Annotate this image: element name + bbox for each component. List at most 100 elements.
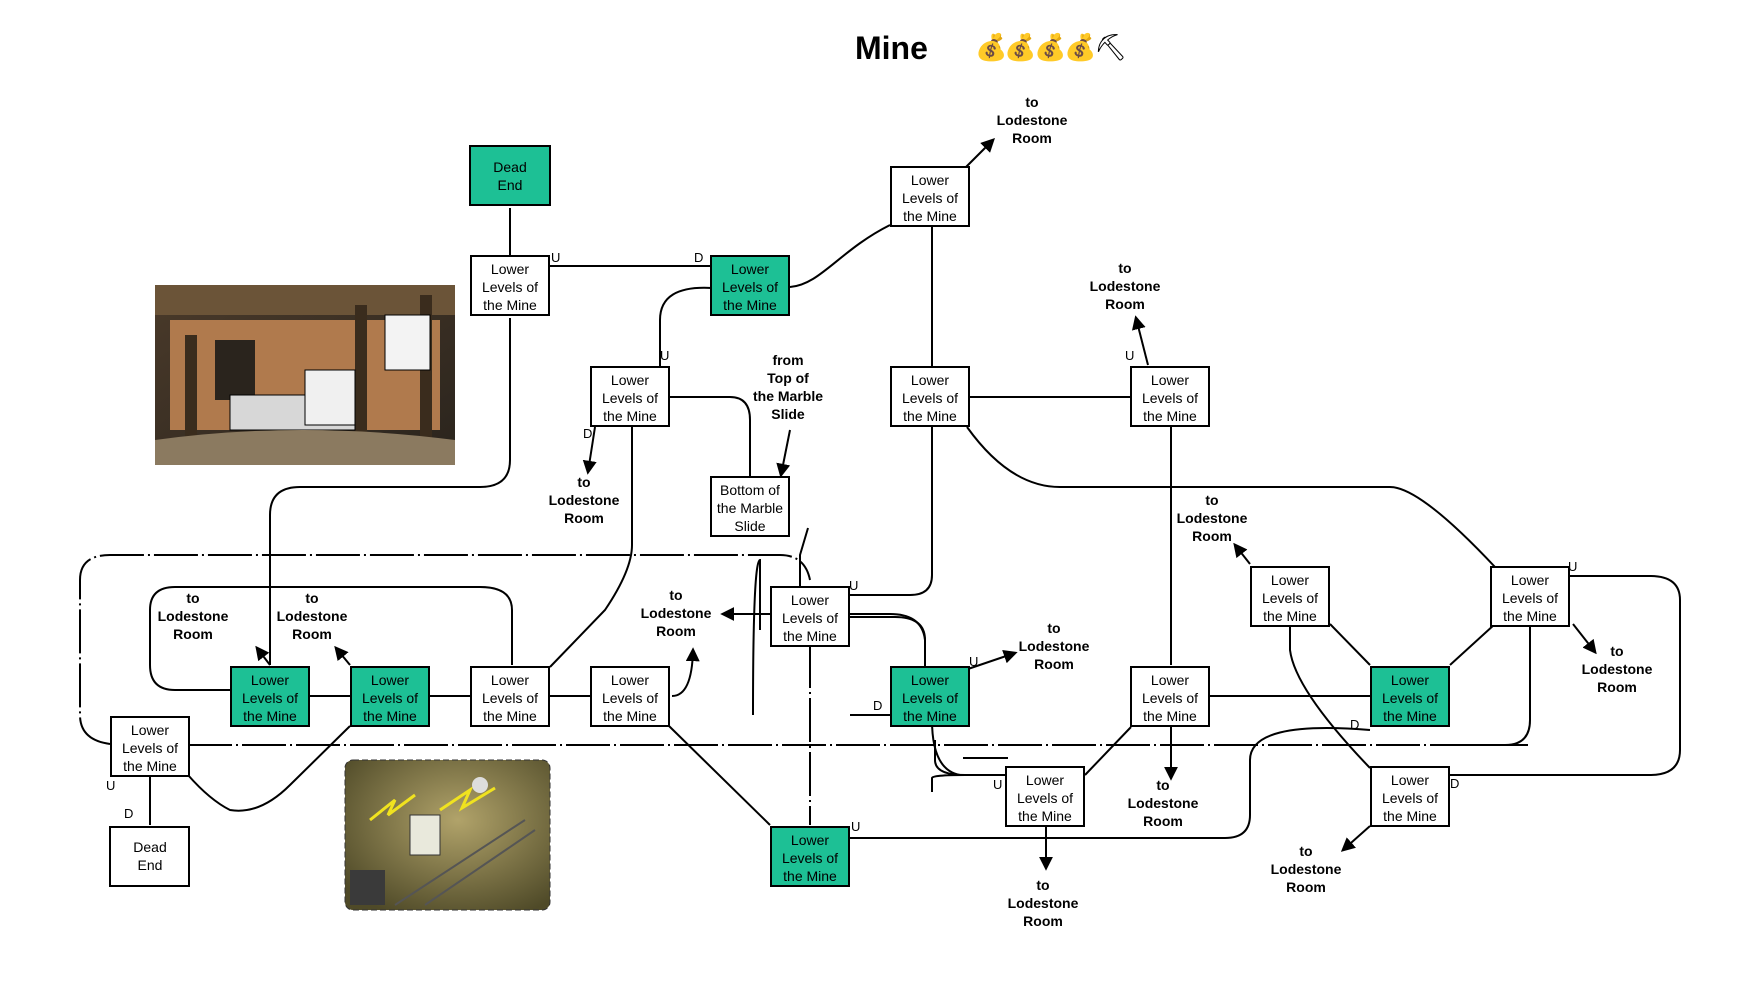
room-mid-center: Lower Levels of the Mine: [890, 366, 970, 427]
svg-text:Lodestone: Lodestone: [158, 608, 229, 624]
svg-text:Dead: Dead: [493, 159, 526, 175]
svg-text:Levels of: Levels of: [902, 690, 958, 706]
svg-text:to: to: [1205, 492, 1218, 508]
lodestone-label: to Lodestone Room: [1090, 260, 1161, 312]
svg-text:Dead: Dead: [133, 839, 166, 855]
title-icons: 💰 💰 💰 💰 ⛏: [975, 32, 1127, 63]
cavern-illustration: [344, 759, 551, 911]
up-label: U: [849, 578, 858, 593]
svg-text:Room: Room: [1192, 528, 1232, 544]
svg-text:Lodestone: Lodestone: [277, 608, 348, 624]
svg-text:to: to: [305, 590, 318, 606]
svg-text:Room: Room: [292, 626, 332, 642]
lodestone-label: to Lodestone Room: [997, 94, 1068, 146]
svg-text:Room: Room: [1012, 130, 1052, 146]
from-marble-slide-label: from Top of the Marble Slide: [753, 352, 823, 422]
room-right-b: Lower Levels of the Mine: [1490, 566, 1570, 627]
svg-text:Lower: Lower: [1271, 572, 1309, 588]
svg-text:Levels of: Levels of: [782, 850, 838, 866]
svg-text:Levels of: Levels of: [602, 690, 658, 706]
down-label: D: [583, 426, 592, 441]
svg-text:Lower: Lower: [1151, 372, 1189, 388]
svg-text:Levels of: Levels of: [1142, 690, 1198, 706]
svg-text:the Mine: the Mine: [723, 297, 777, 313]
up-label: U: [851, 819, 860, 834]
page-title: Mine: [855, 30, 928, 66]
svg-text:the Mine: the Mine: [783, 868, 837, 884]
rooms: Dead End Lower Levels of the Mine Lower …: [109, 145, 1570, 887]
room-center-junction: Lower Levels of the Mine: [770, 586, 850, 647]
svg-text:the Mine: the Mine: [363, 708, 417, 724]
svg-text:Lower: Lower: [131, 722, 169, 738]
svg-text:to: to: [1299, 843, 1312, 859]
svg-text:Room: Room: [1023, 913, 1063, 929]
svg-text:Levels of: Levels of: [782, 610, 838, 626]
svg-text:End: End: [138, 857, 163, 873]
svg-text:Lodestone: Lodestone: [1019, 638, 1090, 654]
dashdot-connections: [79, 554, 1530, 825]
room-lower-right: Lower Levels of the Mine: [1370, 766, 1450, 827]
svg-text:Levels of: Levels of: [482, 690, 538, 706]
svg-text:the Mine: the Mine: [603, 708, 657, 724]
room-green-center: Lower Levels of the Mine: [890, 666, 970, 727]
svg-text:Lodestone: Lodestone: [1008, 895, 1079, 911]
dead-end-lower: Dead End: [109, 826, 190, 887]
svg-text:Levels of: Levels of: [1382, 790, 1438, 806]
svg-text:Lodestone: Lodestone: [1128, 795, 1199, 811]
svg-text:Lower: Lower: [911, 372, 949, 388]
lodestone-label: to Lodestone Room: [1271, 843, 1342, 895]
money-bag-icon: 💰: [1034, 32, 1066, 63]
lodestone-label: to Lodestone Room: [277, 590, 348, 642]
svg-text:Room: Room: [173, 626, 213, 642]
svg-text:to: to: [1610, 643, 1623, 659]
svg-text:Lower: Lower: [611, 372, 649, 388]
lodestone-label: to Lodestone Room: [1177, 492, 1248, 544]
room-upper-left: Lower Levels of the Mine: [470, 255, 550, 316]
svg-text:Lower: Lower: [911, 672, 949, 688]
svg-text:Lower: Lower: [731, 261, 769, 277]
room-top: Lower Levels of the Mine: [890, 166, 970, 227]
direction-labels: U D U D U U U D U D U D U U D: [106, 250, 1577, 834]
svg-text:Levels of: Levels of: [902, 390, 958, 406]
down-label: D: [694, 250, 703, 265]
svg-text:to: to: [1118, 260, 1131, 276]
svg-text:Lower: Lower: [1391, 672, 1429, 688]
svg-text:Room: Room: [1034, 656, 1074, 672]
room-row-right: Lower Levels of the Mine: [1130, 666, 1210, 727]
lodestone-label: to Lodestone Room: [1008, 877, 1079, 929]
svg-text:Lower: Lower: [251, 672, 289, 688]
svg-text:the Mine: the Mine: [243, 708, 297, 724]
svg-text:Lower: Lower: [611, 672, 649, 688]
svg-text:Mine: Mine: [855, 30, 928, 66]
up-label: U: [969, 654, 978, 669]
svg-text:Lower: Lower: [791, 832, 829, 848]
svg-text:Slide: Slide: [734, 518, 765, 534]
svg-text:Lower: Lower: [911, 172, 949, 188]
svg-text:Levels of: Levels of: [482, 279, 538, 295]
svg-text:the Mine: the Mine: [1503, 608, 1557, 624]
room-mid-left: Lower Levels of the Mine: [590, 366, 670, 427]
svg-text:Lodestone: Lodestone: [549, 492, 620, 508]
room-row-4: Lower Levels of the Mine: [590, 666, 670, 727]
svg-text:Lodestone: Lodestone: [1090, 278, 1161, 294]
money-bag-icon: 💰: [1064, 32, 1096, 63]
svg-text:Levels of: Levels of: [362, 690, 418, 706]
down-label: D: [1350, 717, 1359, 732]
svg-text:Lower: Lower: [491, 261, 529, 277]
svg-text:the Mine: the Mine: [903, 208, 957, 224]
exit-arrows: [255, 138, 1597, 871]
lodestone-label: to Lodestone Room: [158, 590, 229, 642]
svg-text:Bottom of: Bottom of: [720, 482, 780, 498]
svg-text:the Marble: the Marble: [753, 388, 823, 404]
svg-text:the Mine: the Mine: [123, 758, 177, 774]
svg-text:the Marble: the Marble: [717, 500, 783, 516]
svg-text:Slide: Slide: [771, 406, 805, 422]
room-row-3: Lower Levels of the Mine: [470, 666, 550, 727]
room-right-a: Lower Levels of the Mine: [1250, 566, 1330, 627]
svg-text:Levels of: Levels of: [122, 740, 178, 756]
down-label: D: [873, 698, 882, 713]
svg-text:the Mine: the Mine: [603, 408, 657, 424]
svg-text:to: to: [1036, 877, 1049, 893]
svg-text:Top of: Top of: [767, 370, 809, 386]
